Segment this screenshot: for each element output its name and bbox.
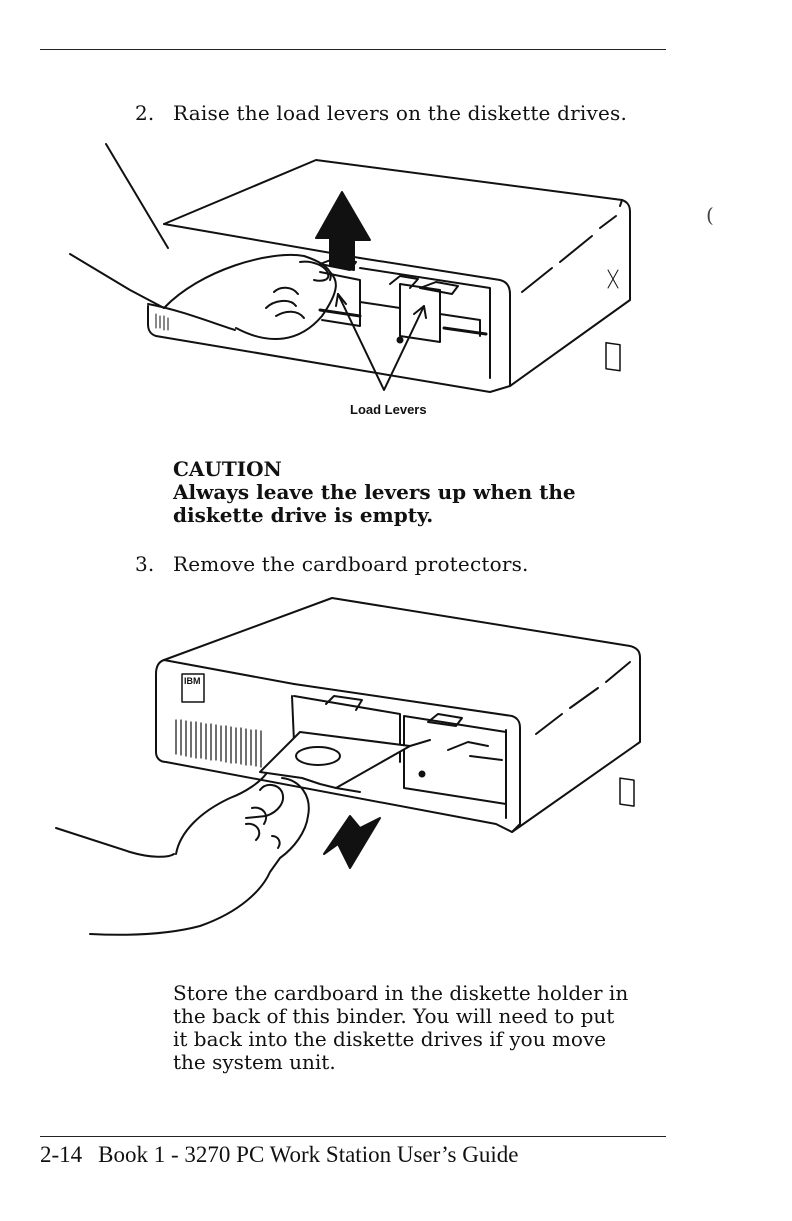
note-line: the system unit. — [173, 1050, 336, 1074]
footer-rule — [40, 1136, 666, 1137]
note-line: the back of this binder. You will need t… — [173, 1004, 615, 1028]
figure-remove-cardboard — [55, 597, 641, 936]
caution-line: Always leave the levers up when the — [173, 480, 576, 504]
callout-load-levers: Load Levers — [350, 402, 427, 417]
step-text: Raise the load levers on the diskette dr… — [173, 101, 628, 125]
caution-heading: CAUTION — [173, 457, 282, 481]
figure-raise-load-levers — [69, 143, 631, 393]
page-number: 2-14 — [40, 1142, 83, 1167]
caution-line: diskette drive is empty. — [173, 503, 434, 527]
page-footer: 2-14 Book 1 - 3270 PC Work Station User’s… — [40, 1142, 534, 1168]
caution-box: CAUTION Always leave the levers up when … — [173, 458, 576, 527]
ibm-logo: IBM — [184, 676, 201, 686]
step-number: 3. — [135, 552, 155, 576]
note-paragraph: Store the cardboard in the diskette hold… — [173, 982, 673, 1074]
step-text: Remove the cardboard protectors. — [173, 552, 529, 576]
stray-mark: ( — [706, 203, 714, 227]
note-line: it back into the diskette drives if you … — [173, 1027, 607, 1051]
header-rule — [40, 49, 666, 50]
step-number: 2. — [135, 101, 155, 125]
book-title: Book 1 - 3270 PC Work Station User’s Gui… — [98, 1142, 519, 1167]
note-line: Store the cardboard in the diskette hold… — [173, 981, 629, 1005]
